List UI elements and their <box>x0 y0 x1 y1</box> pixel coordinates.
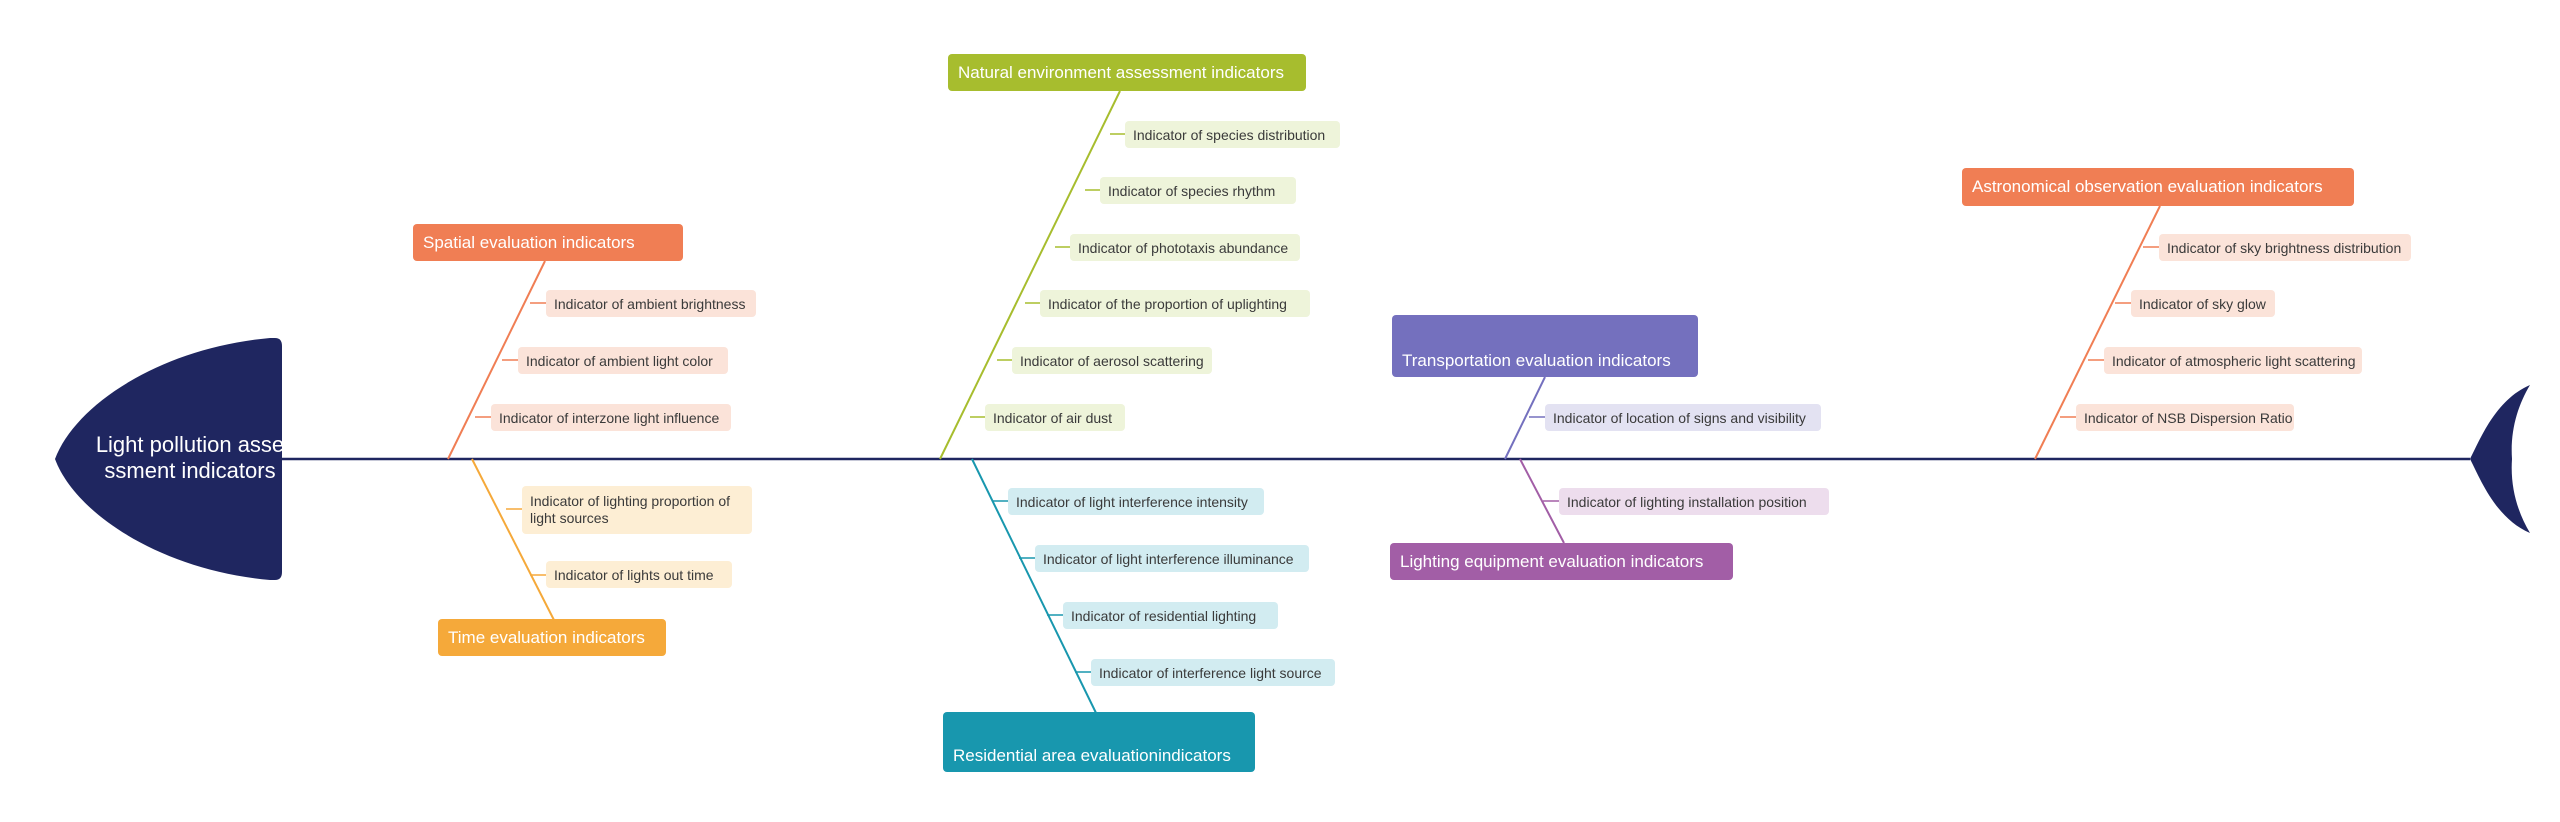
head-label: Light pollution assessment indicators <box>95 432 285 483</box>
fish-tail-shape <box>2470 385 2530 533</box>
natural-indicator-2: Indicator of species rhythm <box>1100 177 1296 204</box>
residential-indicator-3: Indicator of residential lighting <box>1063 602 1278 629</box>
natural-indicator-4: Indicator of the proportion of uplightin… <box>1040 290 1310 317</box>
spatial-branch <box>447 260 546 460</box>
transport-category-box: Transportation evaluation indicators <box>1392 315 1698 377</box>
spatial-indicator-1: Indicator of ambient brightness <box>546 290 756 317</box>
spatial-indicator-2: Indicator of ambient light color <box>518 347 728 374</box>
astro-indicator-1: Indicator of sky brightness distribution <box>2159 234 2411 261</box>
residential-branch <box>971 458 1099 718</box>
astro-category-box: Astronomical observation evaluation indi… <box>1962 168 2354 206</box>
natural-branch <box>939 90 1125 460</box>
natural-indicator-5: Indicator of aerosol scattering <box>1012 347 1212 374</box>
lighting-category-box: Lighting equipment evaluation indicators <box>1390 543 1733 580</box>
astro-branch <box>2034 205 2161 460</box>
time-indicator-2: Indicator of lights out time <box>546 561 732 588</box>
time-branch <box>471 458 557 625</box>
astro-indicator-4: Indicator of NSB Dispersion Ratio <box>2076 404 2294 431</box>
natural-indicator-1: Indicator of species distribution <box>1125 121 1340 148</box>
astro-indicator-2: Indicator of sky glow <box>2131 290 2275 317</box>
natural-indicator-3: Indicator of phototaxis abundance <box>1070 234 1300 261</box>
time-category-box: Time evaluation indicators <box>438 619 666 656</box>
residential-indicator-4: Indicator of interference light source <box>1091 659 1335 686</box>
lighting-indicator-1: Indicator of lighting installation posit… <box>1559 488 1829 515</box>
spatial-indicator-3: Indicator of interzone light influence <box>491 404 731 431</box>
residential-category-box: Residential area evaluationindicators <box>943 712 1255 772</box>
fish-head-shape <box>55 338 282 580</box>
natural-indicator-6: Indicator of air dust <box>985 404 1125 431</box>
time-indicator-1: Indicator of lighting proportion of ligh… <box>522 486 752 534</box>
transport-branch <box>1504 376 1546 460</box>
natural-category-box: Natural environment assessment indicator… <box>948 54 1306 91</box>
transport-indicator-1: Indicator of location of signs and visib… <box>1545 404 1821 431</box>
lighting-branch <box>1519 458 1565 544</box>
spatial-category-box: Spatial evaluation indicators <box>413 224 683 261</box>
residential-indicator-1: Indicator of light interference intensit… <box>1008 488 1264 515</box>
astro-indicator-3: Indicator of atmospheric light scatterin… <box>2104 347 2362 374</box>
residential-indicator-2: Indicator of light interference illumina… <box>1035 545 1309 572</box>
